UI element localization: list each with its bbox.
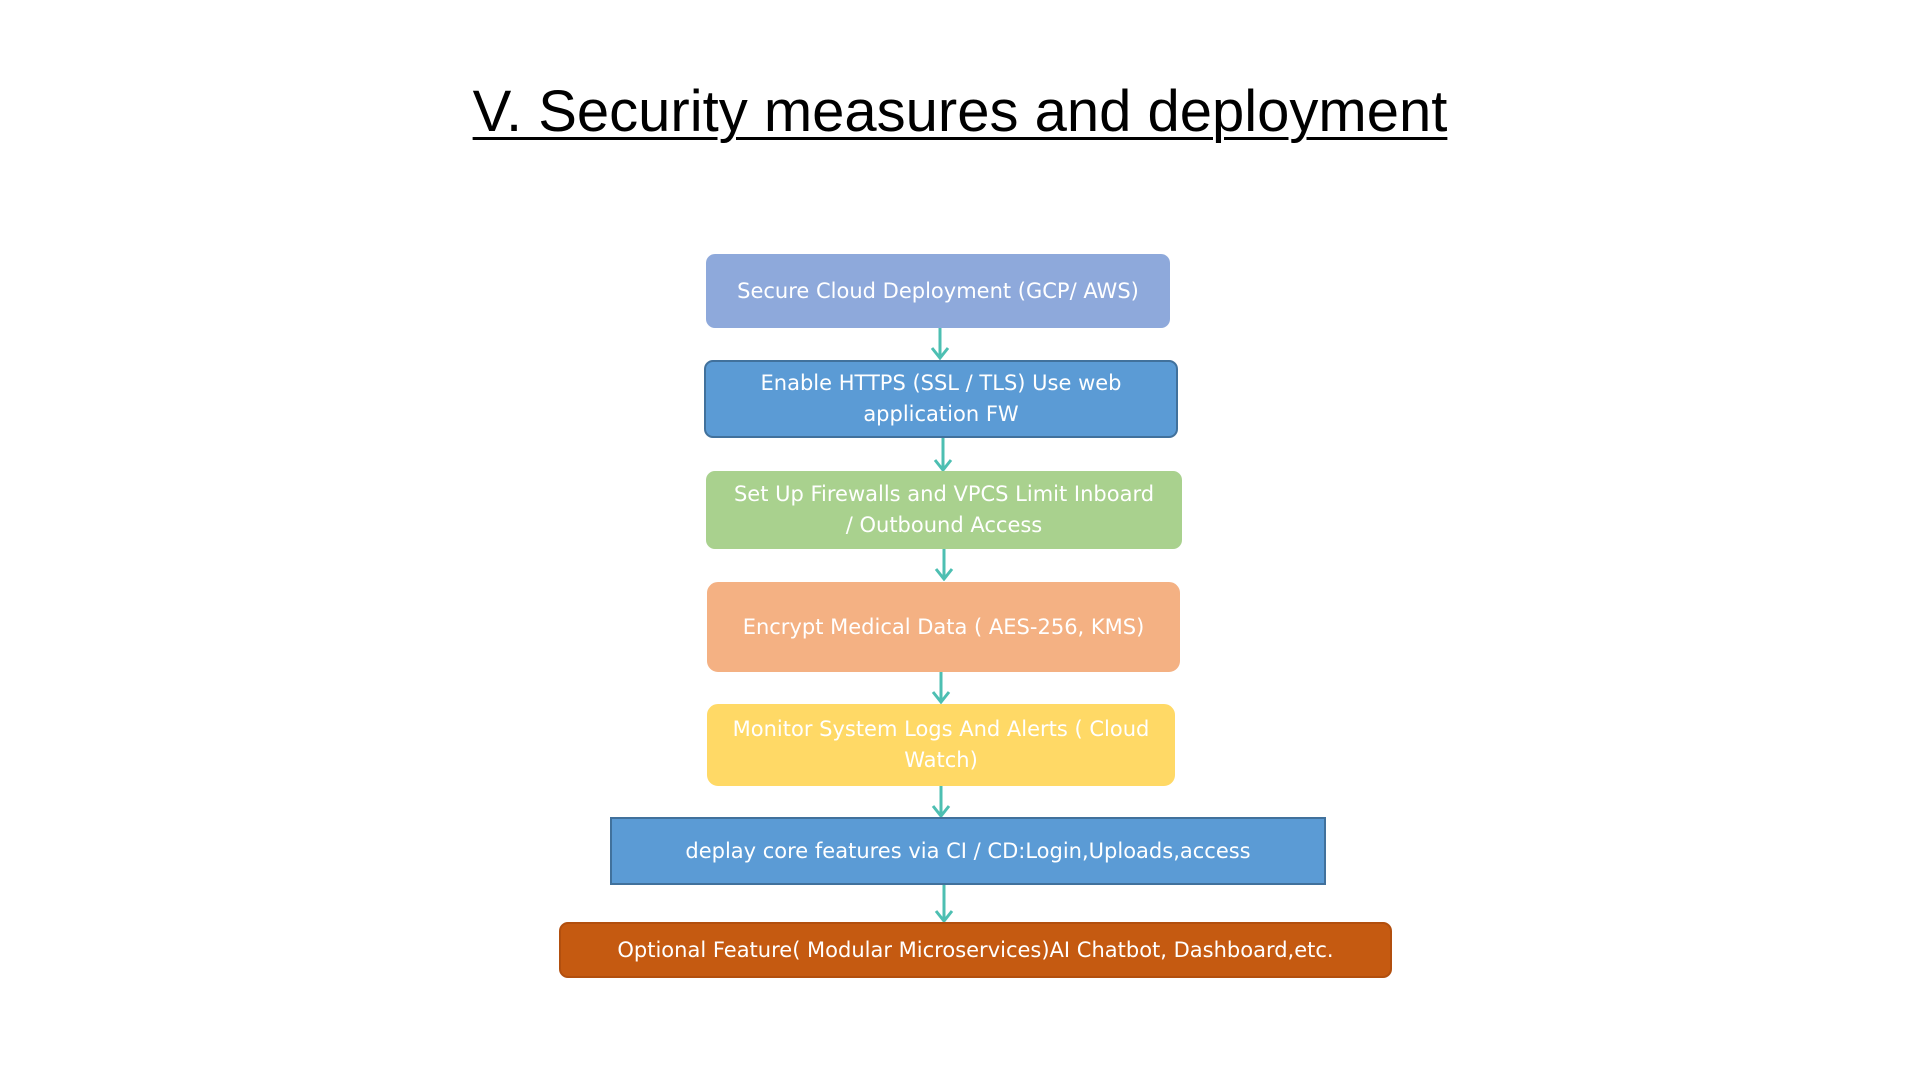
step-label: Set Up Firewalls and VPCS Limit Inboard …	[733, 482, 1155, 537]
step-monitor-system-logs: Monitor System Logs And Alerts ( Cloud W…	[707, 704, 1175, 786]
step-label: Enable HTTPS (SSL / TLS) Use web applica…	[760, 371, 1122, 426]
step-label: Secure Cloud Deployment (GCP/ AWS)	[737, 278, 1139, 303]
step-label: Encrypt Medical Data ( AES-256, KMS)	[742, 614, 1145, 639]
step-enable-https: Enable HTTPS (SSL / TLS) Use web applica…	[704, 360, 1178, 438]
arrow-down-icon	[933, 438, 953, 472]
step-deploy-core-features: deplay core features via CI / CD:Login,U…	[610, 817, 1326, 885]
step-label: Monitor System Logs And Alerts ( Cloud W…	[732, 717, 1150, 772]
step-firewalls-vpcs: Set Up Firewalls and VPCS Limit Inboard …	[706, 471, 1182, 549]
step-optional-feature: Optional Feature( Modular Microservices)…	[559, 922, 1392, 978]
arrow-down-icon	[930, 328, 950, 360]
step-secure-cloud-deployment: Secure Cloud Deployment (GCP/ AWS)	[706, 254, 1170, 328]
arrow-down-icon	[934, 549, 954, 581]
step-label: deplay core features via CI / CD:Login,U…	[685, 838, 1251, 863]
arrow-down-icon	[931, 786, 951, 818]
step-label: Optional Feature( Modular Microservices)…	[617, 937, 1334, 962]
arrow-down-icon	[934, 885, 954, 923]
step-encrypt-medical-data: Encrypt Medical Data ( AES-256, KMS)	[707, 582, 1180, 672]
slide-title: V. Security measures and deployment	[472, 79, 1448, 144]
arrow-down-icon	[931, 672, 951, 704]
